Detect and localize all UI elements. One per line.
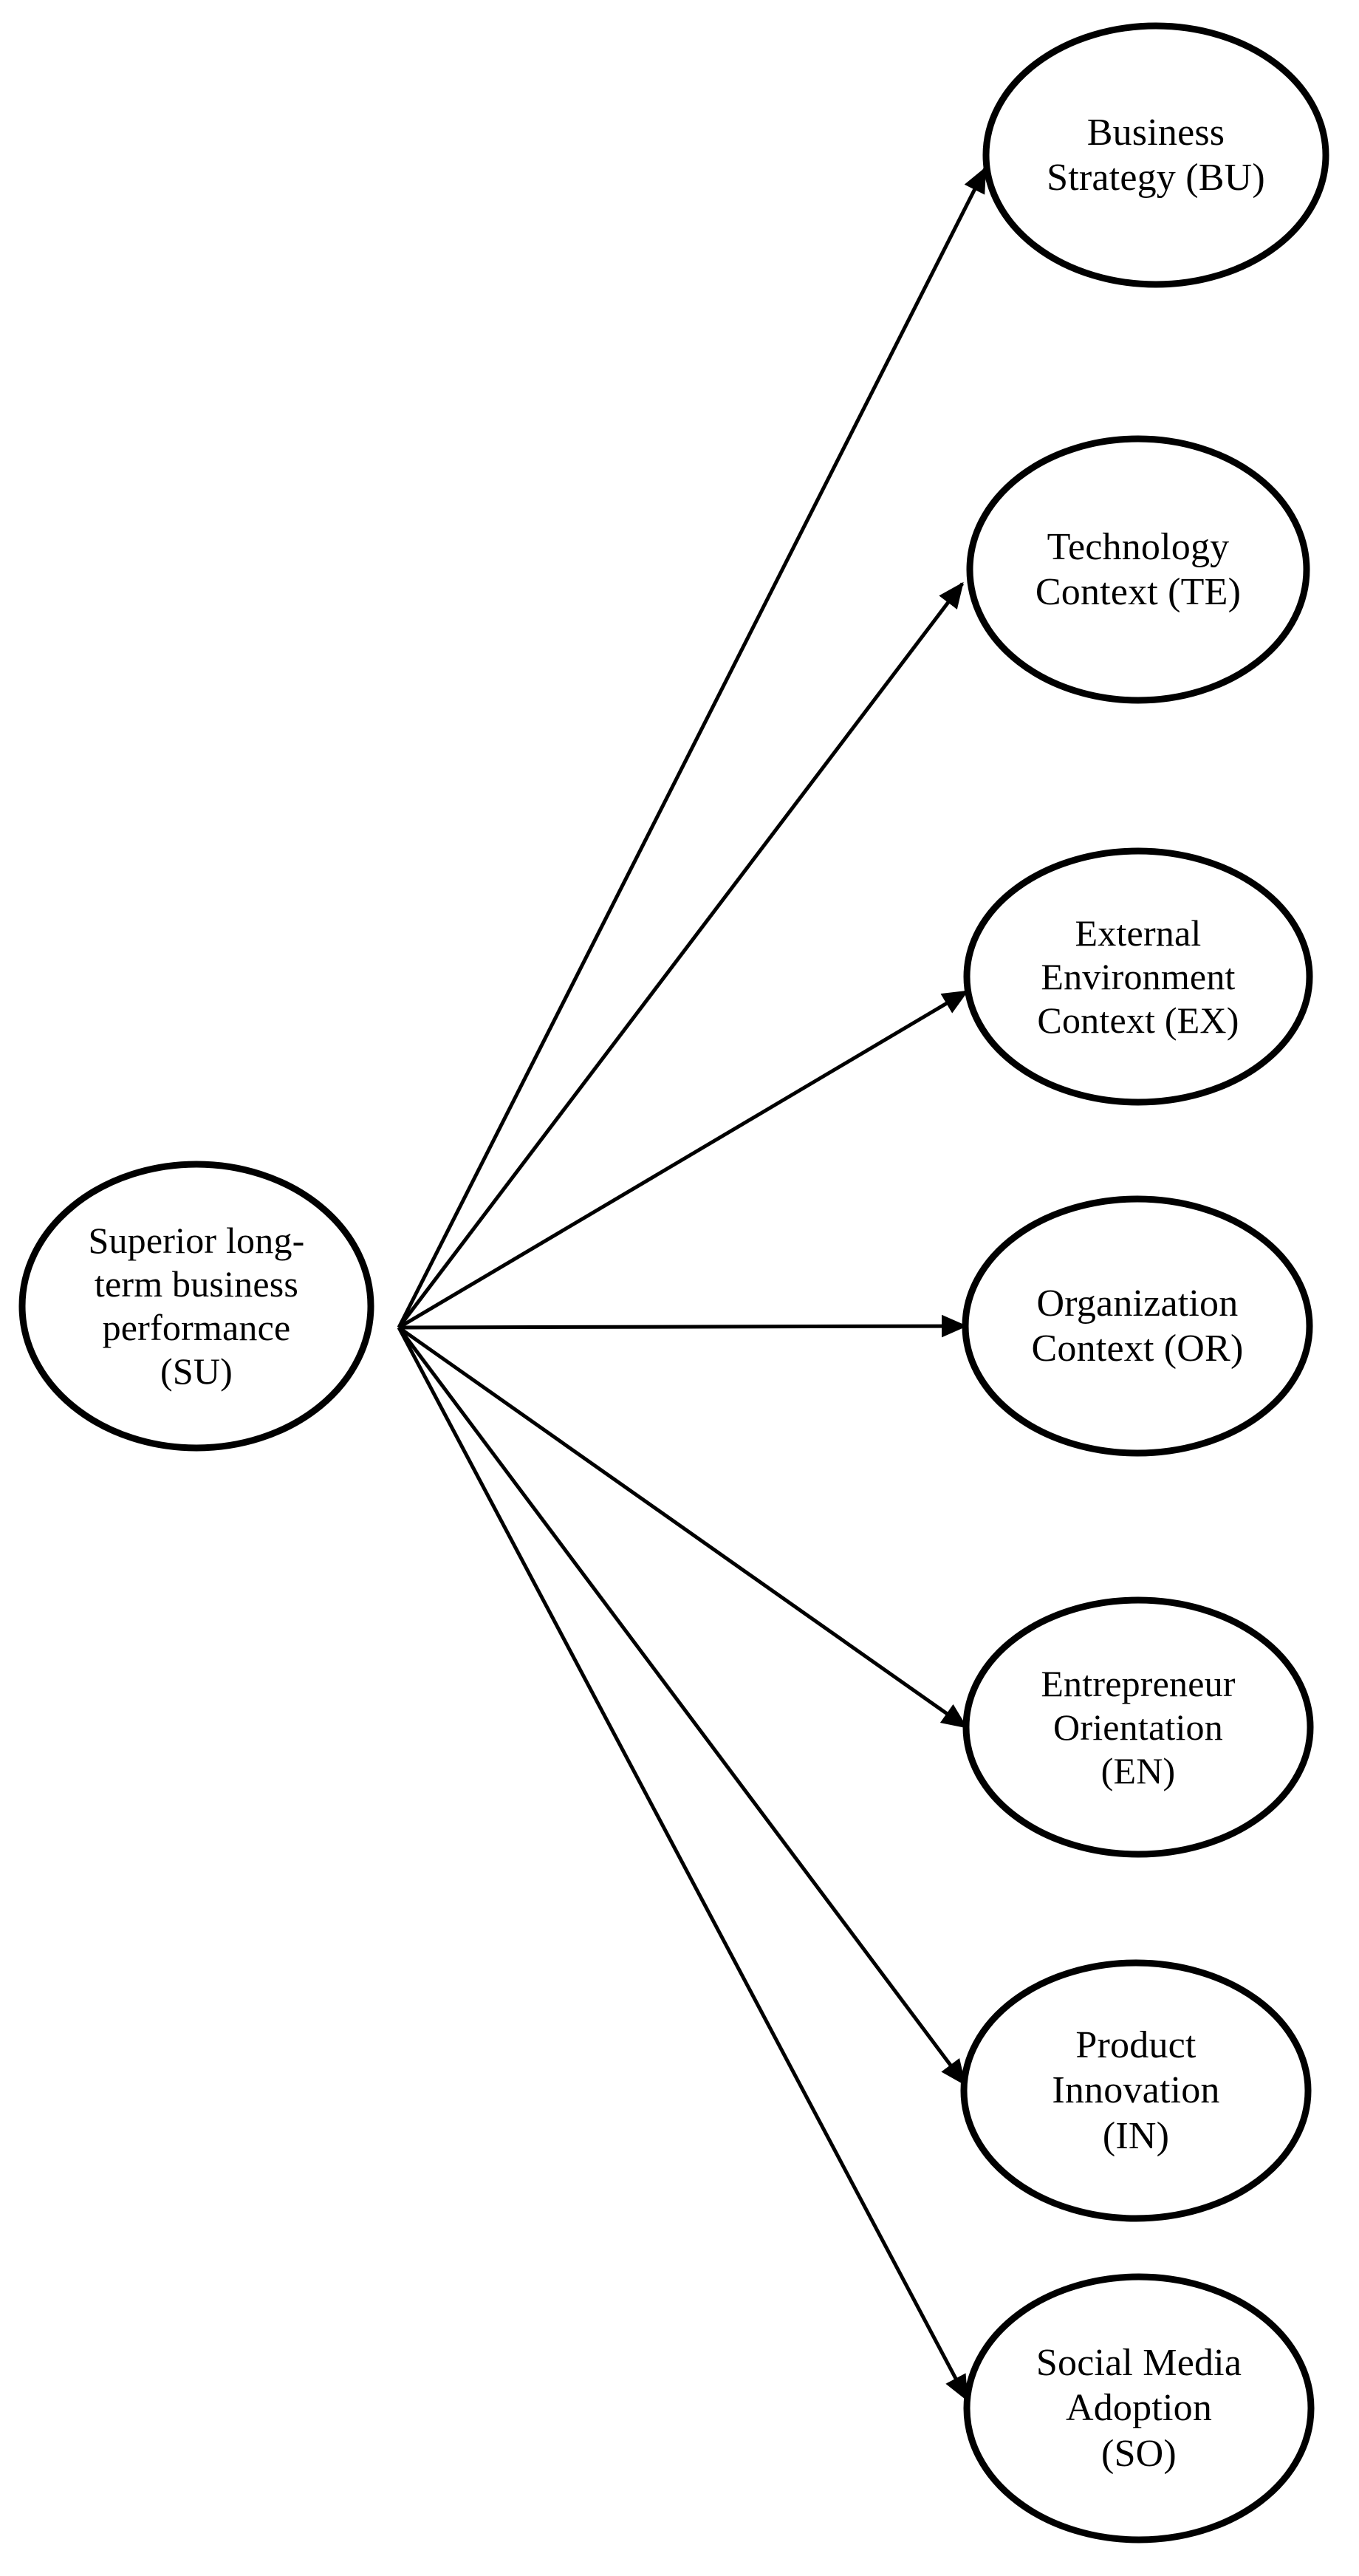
edge-su-to-bu — [397, 166, 987, 1329]
nodes-layer — [18, 22, 1329, 2543]
target-node-ellipse-te[interactable] — [966, 435, 1310, 704]
target-node-ellipse-or[interactable] — [962, 1195, 1313, 1457]
edge-su-to-in — [397, 1326, 967, 2086]
target-node-ellipse-in[interactable] — [960, 1959, 1312, 2222]
source-node-ellipse-su[interactable] — [18, 1161, 374, 1452]
edges-layer — [397, 166, 987, 2402]
target-node-ellipse-so[interactable] — [963, 2273, 1315, 2543]
target-node-ellipse-en[interactable] — [962, 1596, 1314, 1858]
edge-su-to-or — [398, 1314, 968, 1338]
target-node-ellipse-ex[interactable] — [963, 847, 1313, 1106]
edge-su-to-so — [397, 1326, 969, 2402]
edge-su-to-en — [397, 1325, 968, 1729]
edge-su-to-ex — [397, 989, 969, 1330]
target-node-ellipse-bu[interactable] — [982, 22, 1329, 288]
edge-su-to-te — [397, 581, 964, 1329]
